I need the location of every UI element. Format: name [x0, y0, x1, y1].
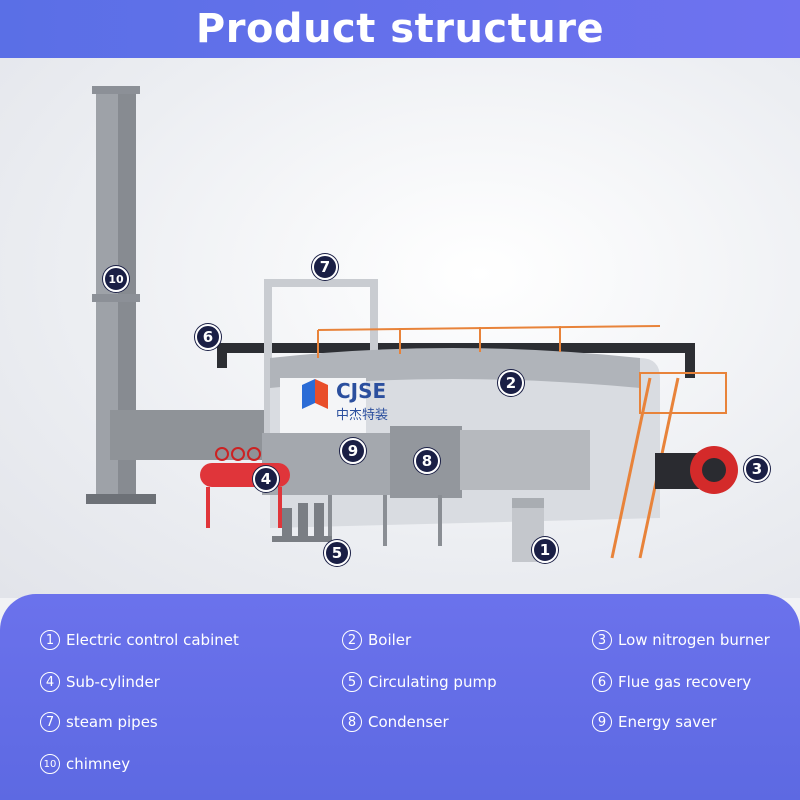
legend-item-6: 6 Flue gas recovery [592, 672, 751, 692]
legend-num-4: 4 [40, 672, 60, 692]
legend-item-7: 7 steam pipes [40, 712, 158, 732]
marker-6: 6 [195, 324, 221, 350]
legend-num-2: 2 [342, 630, 362, 650]
legend-label-2: Boiler [368, 631, 412, 649]
marker-9: 9 [340, 438, 366, 464]
marker-7: 7 [312, 254, 338, 280]
marker-2: 2 [498, 370, 524, 396]
flue-recovery-pipe [217, 343, 695, 378]
marker-3: 3 [744, 456, 770, 482]
legend-num-6: 6 [592, 672, 612, 692]
legend-label-8: Condenser [368, 713, 449, 731]
legend-item-9: 9 Energy saver [592, 712, 717, 732]
marker-1: 1 [532, 537, 558, 563]
legend-num-5: 5 [342, 672, 362, 692]
legend-panel: 1 Electric control cabinet 2 Boiler 3 Lo… [0, 594, 800, 800]
legend-label-7: steam pipes [66, 713, 158, 731]
page-title: Product structure [195, 6, 605, 52]
legend-item-5: 5 Circulating pump [342, 672, 497, 692]
marker-4: 4 [253, 466, 279, 492]
legend-label-6: Flue gas recovery [618, 673, 752, 691]
legend-label-9: Energy saver [618, 713, 717, 731]
legend-label-5: Circulating pump [368, 673, 497, 691]
legend-item-2: 2 Boiler [342, 630, 411, 650]
legend-num-7: 7 [40, 712, 60, 732]
burner-shape [655, 446, 738, 494]
legend-label-10: chimney [66, 755, 131, 773]
legend-item-1: 1 Electric control cabinet [40, 630, 239, 650]
legend-label-4: Sub-cylinder [66, 673, 160, 691]
legend-label-3: Low nitrogen burner [618, 631, 770, 649]
marker-10: 10 [103, 266, 129, 292]
legend-num-9: 9 [592, 712, 612, 732]
pump-shape [272, 503, 332, 542]
logo-brand: CJSE [336, 379, 386, 403]
boiler-drawing: CJSE 中杰特装 [86, 86, 738, 562]
legend-item-10: 10 chimney [40, 754, 130, 774]
brand-logo: CJSE 中杰特装 [302, 379, 388, 423]
steam-pipe [264, 279, 378, 448]
legend-item-8: 8 Condenser [342, 712, 449, 732]
title-bar: Product structure [0, 0, 800, 58]
legend-num-3: 3 [592, 630, 612, 650]
logo-subtitle: 中杰特装 [336, 408, 388, 423]
marker-5: 5 [324, 540, 350, 566]
legend-label-1: Electric control cabinet [66, 631, 239, 649]
legend-num-8: 8 [342, 712, 362, 732]
legend-num-1: 1 [40, 630, 60, 650]
legend-item-4: 4 Sub-cylinder [40, 672, 160, 692]
boiler-illustration: CJSE 中杰特装 10 6 7 2 9 8 3 4 1 5 [0, 58, 800, 598]
marker-8: 8 [414, 448, 440, 474]
top-railing [317, 325, 661, 358]
legend-item-3: 3 Low nitrogen burner [592, 630, 770, 650]
legend-num-10: 10 [40, 754, 60, 774]
